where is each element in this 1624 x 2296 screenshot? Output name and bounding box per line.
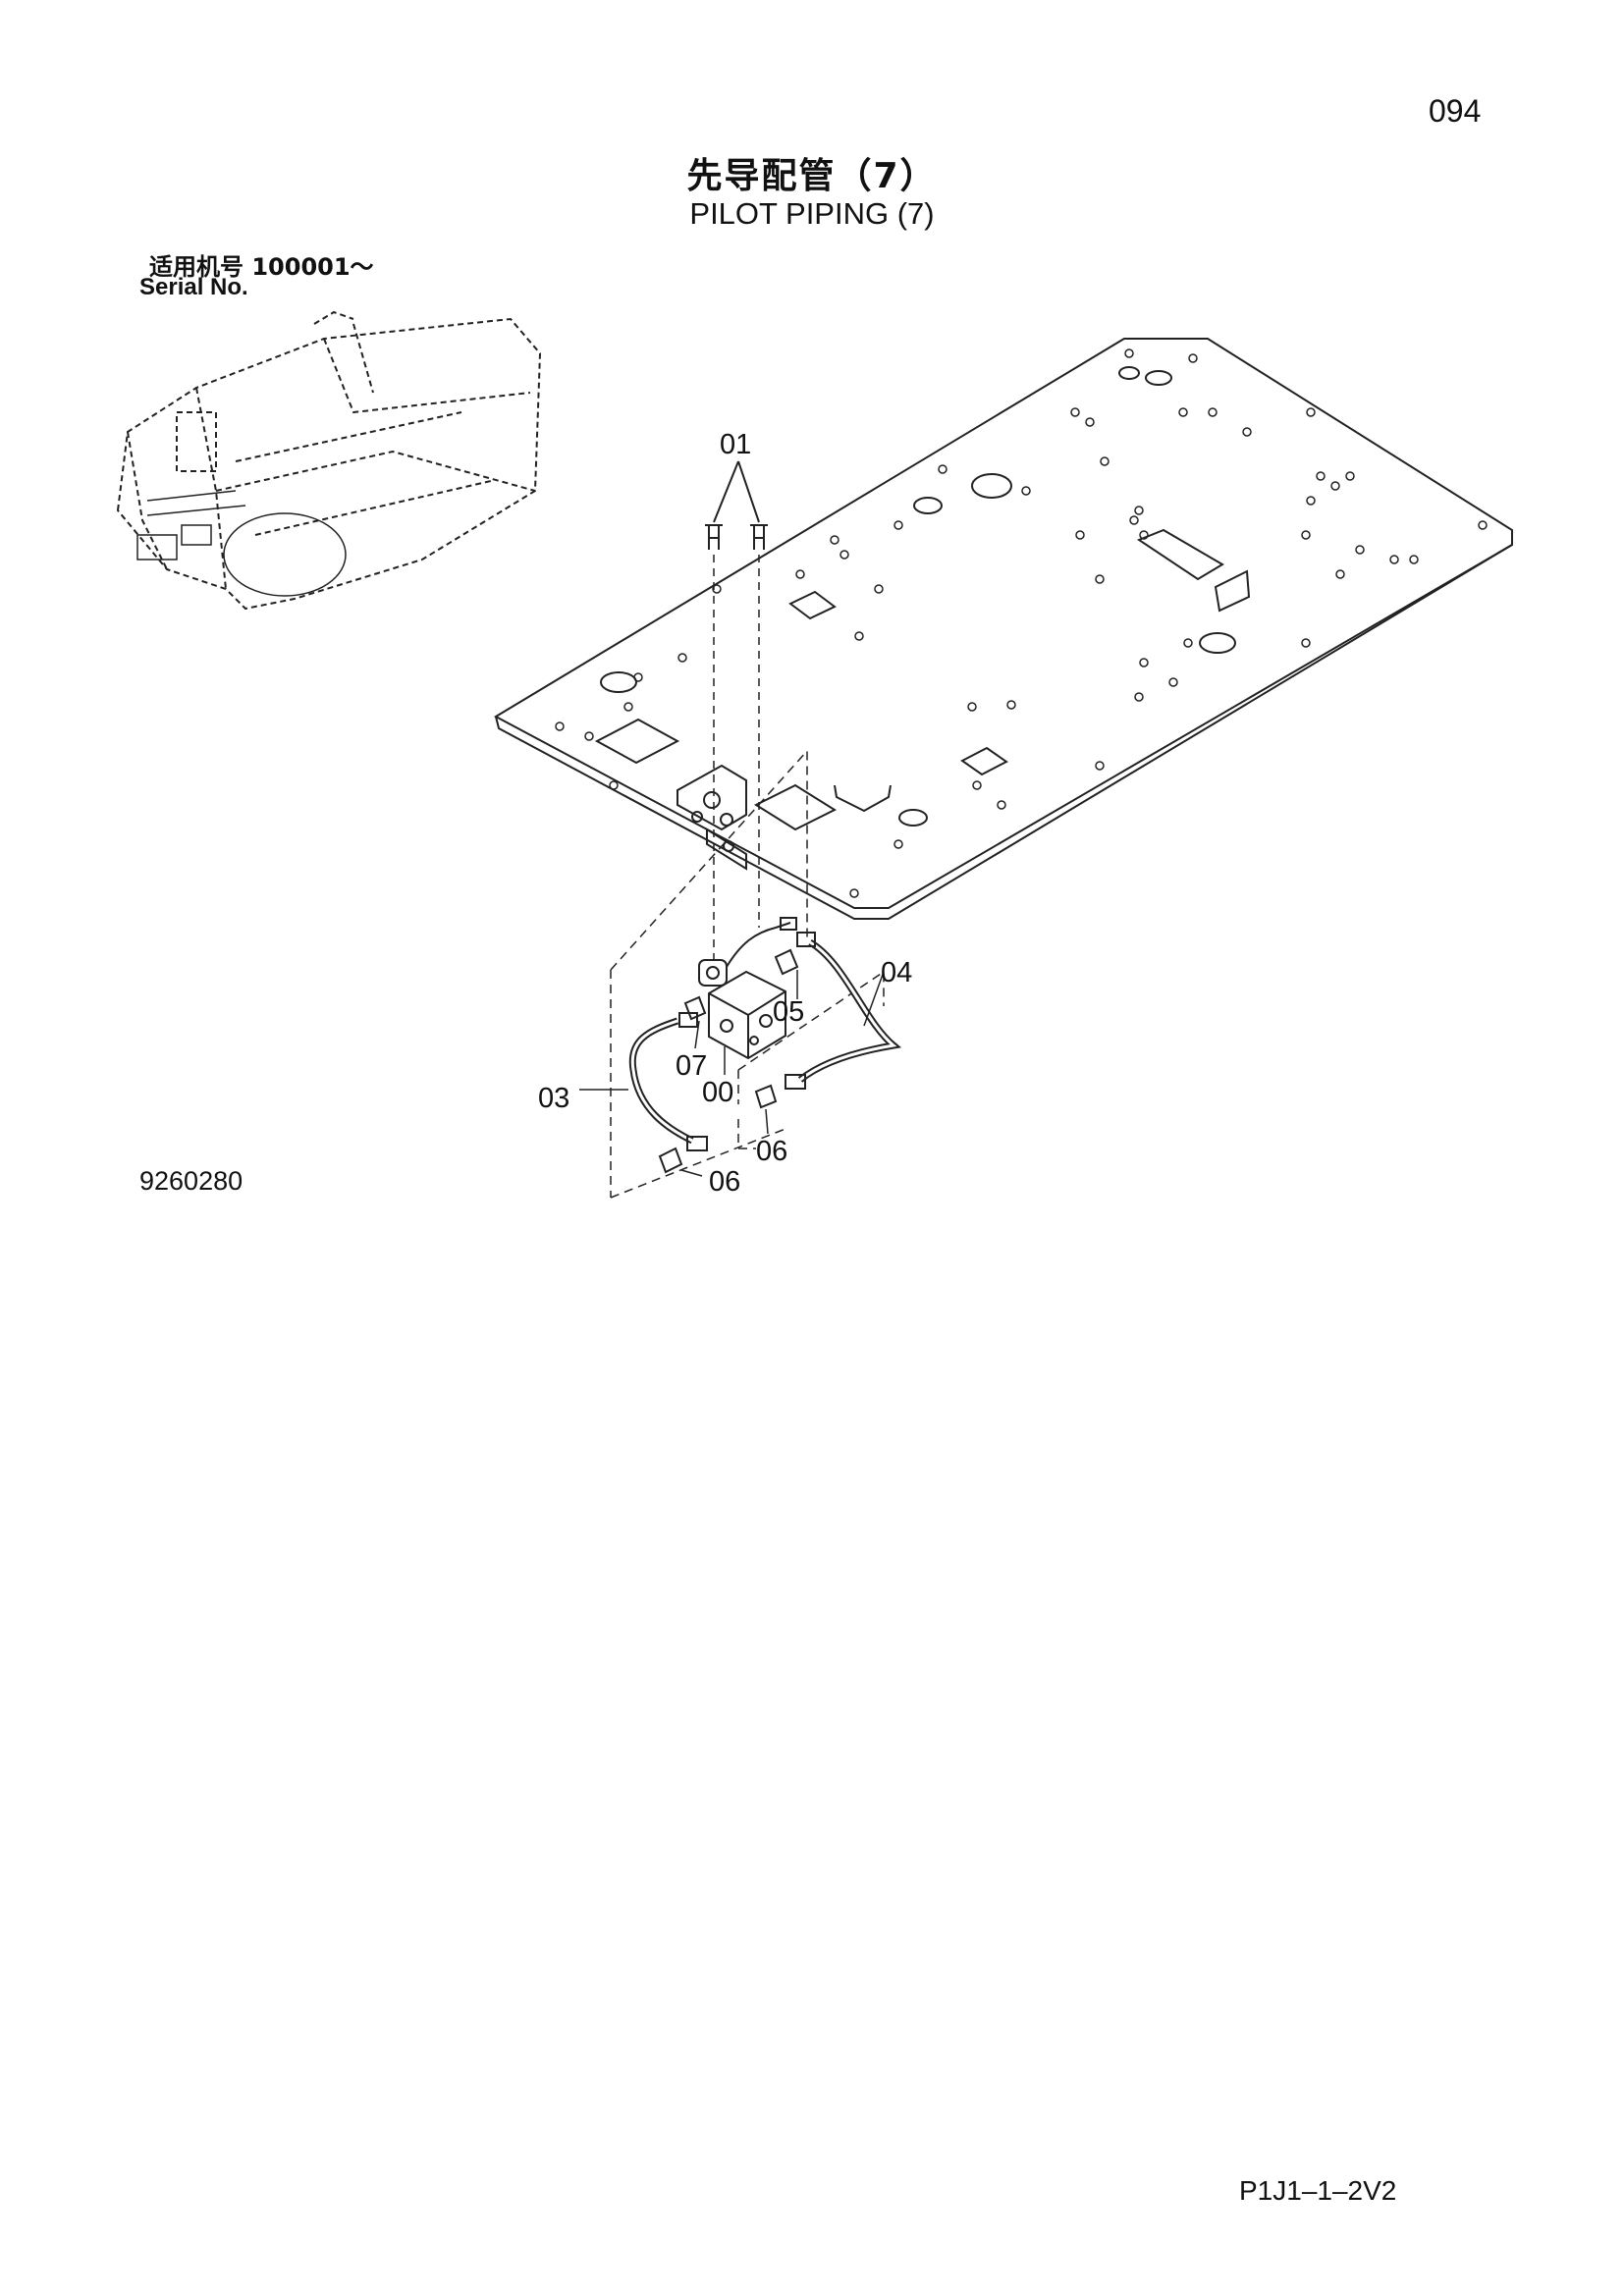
callout-06-left: 06 xyxy=(709,1166,740,1198)
callout-06-right: 06 xyxy=(756,1136,787,1167)
detail-boundary xyxy=(610,749,885,1199)
leader-lines xyxy=(579,970,885,1177)
callout-07: 07 xyxy=(676,1050,707,1082)
callout-00: 00 xyxy=(702,1077,733,1108)
machine-overview-thumbnail xyxy=(116,310,542,611)
title-english: PILOT PIPING (7) xyxy=(689,196,935,231)
mount-bracket xyxy=(677,764,747,871)
connector xyxy=(780,917,797,931)
assembly-center-lines xyxy=(713,555,760,962)
floor-plate xyxy=(493,338,1513,920)
drawing-number: 9260280 xyxy=(139,1166,244,1196)
hose-04 xyxy=(785,932,902,1090)
callout-01: 01 xyxy=(720,429,751,460)
fitting-05 xyxy=(774,948,799,976)
page-number: 094 xyxy=(1429,93,1482,129)
serial-range-label: 适用机号 100001～ xyxy=(149,253,374,281)
page-code: P1J1–1–2V2 xyxy=(1239,2175,1397,2206)
callout-04: 04 xyxy=(881,957,912,988)
title-chinese: 先导配管（7） xyxy=(686,156,938,196)
serial-number-label: Serial No. xyxy=(139,274,248,300)
floor-plate-bosses xyxy=(555,348,1488,898)
fitting-06-right xyxy=(754,1084,778,1109)
fitting-07 xyxy=(683,995,707,1021)
fitting-06-left xyxy=(658,1147,683,1174)
hose-03 xyxy=(628,1012,708,1151)
callout-03: 03 xyxy=(538,1083,569,1114)
pilot-valve-block xyxy=(698,959,786,1060)
solenoid-lead xyxy=(726,922,791,968)
leader-01 xyxy=(713,460,760,523)
callout-05: 05 xyxy=(773,996,804,1028)
bolt-01 xyxy=(705,524,768,550)
machine-overview-detail xyxy=(136,490,347,597)
